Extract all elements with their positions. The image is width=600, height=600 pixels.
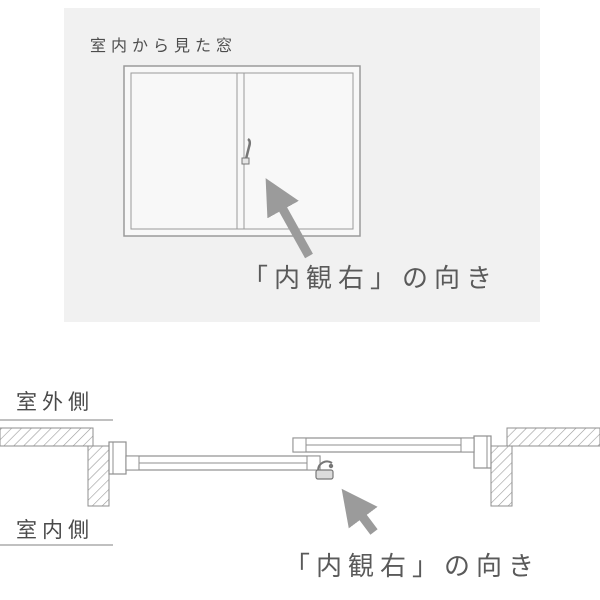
window-outer-frame [123, 65, 361, 237]
orientation-caption-top: 「内観右」の向き [242, 264, 499, 294]
crescent-lock-section-icon [315, 460, 334, 480]
window-front-drawing [123, 65, 361, 259]
outdoor-side-label: 室外側 [16, 390, 94, 414]
interior-view-panel: 室内から見た窓 「内観右」の向き [64, 8, 540, 322]
crescent-lock-icon [241, 137, 252, 165]
window-inner-frame [130, 72, 354, 230]
wall-hatch-right [490, 427, 600, 507]
sash-indoor [125, 455, 321, 471]
wall-hatch-left [0, 427, 110, 507]
sash-outdoor [292, 437, 475, 453]
cross-section-drawing [0, 419, 600, 546]
frame-jamb-right [473, 435, 492, 469]
frame-jamb-left [108, 441, 127, 475]
pointer-arrow-icon [265, 178, 313, 259]
pointer-arrow-icon [341, 488, 378, 535]
orientation-caption-bottom: 「内観右」の向き [284, 552, 541, 582]
panel-title: 室内から見た窓 [90, 36, 238, 55]
indoor-side-label: 室内側 [16, 518, 94, 542]
